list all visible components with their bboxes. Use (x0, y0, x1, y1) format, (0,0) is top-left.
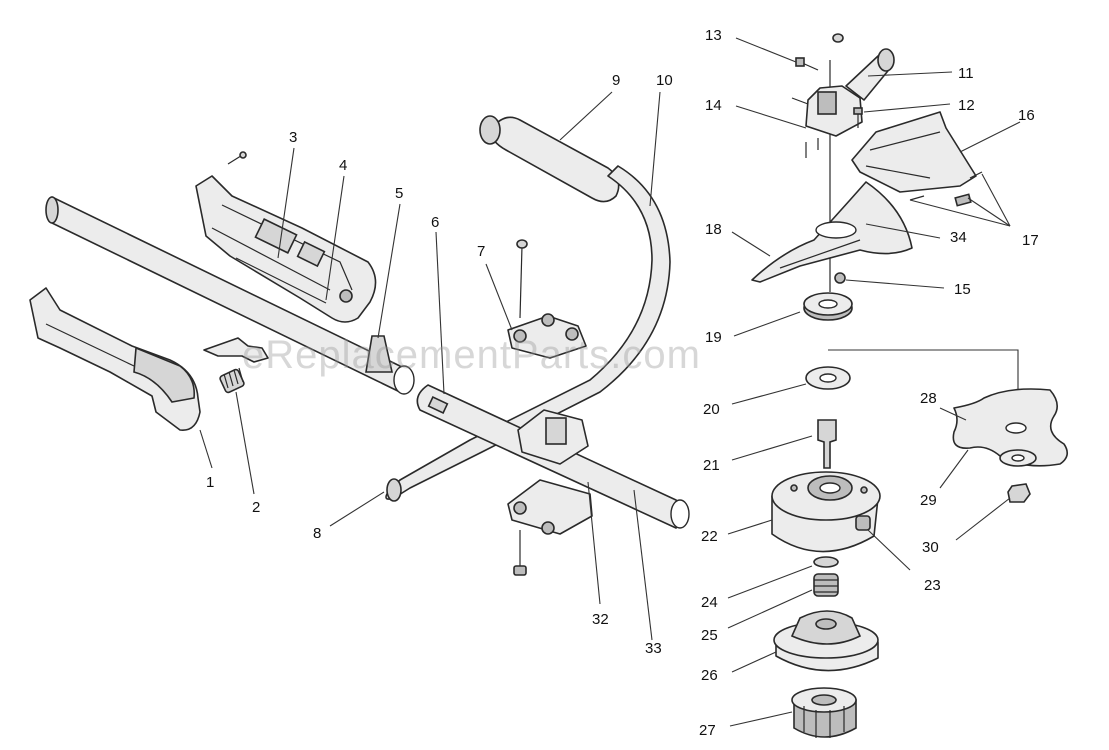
callout-24: 24 (701, 594, 718, 611)
callout-29: 29 (920, 492, 937, 509)
handle-clamp-lower (507, 479, 593, 535)
callout-12: 12 (958, 97, 975, 114)
bearing (803, 292, 853, 321)
watermark: eReplacementParts.com (242, 333, 701, 377)
callout-3: 3 (289, 129, 297, 146)
callout-17: 17 (1022, 232, 1039, 249)
callout-2: 2 (252, 499, 260, 516)
drive-shaft-tube (45, 196, 415, 395)
clamp-nut (513, 530, 527, 576)
gearhead-screw (853, 107, 863, 128)
head-spring (813, 573, 839, 597)
throttle-spring (219, 367, 245, 394)
blade-washer (999, 449, 1037, 467)
handle-housing-upper (195, 151, 377, 323)
callout-15: 15 (954, 281, 971, 298)
small-washer (813, 556, 839, 568)
callout-9: 9 (612, 72, 620, 89)
debris-shield (851, 111, 977, 207)
callout-33: 33 (645, 640, 662, 657)
handle-clamp-upper (507, 239, 587, 359)
callout-8: 8 (313, 525, 321, 542)
callout-30: 30 (922, 539, 939, 556)
cup-washer (805, 366, 851, 390)
blade-nut (1007, 483, 1031, 503)
callout-19: 19 (705, 329, 722, 346)
trimmer-head-housing (771, 471, 881, 553)
callout-4: 4 (339, 157, 347, 174)
callout-18: 18 (705, 221, 722, 238)
callout-14: 14 (705, 97, 722, 114)
callout-23: 23 (924, 577, 941, 594)
callout-26: 26 (701, 667, 718, 684)
callout-16: 16 (1018, 107, 1035, 124)
callout-32: 32 (592, 611, 609, 628)
callout-1: 1 (206, 474, 214, 491)
callout-11: 11 (958, 65, 974, 82)
rear-handle-grip (29, 287, 201, 431)
callout-20: 20 (703, 401, 720, 418)
callout-22: 22 (701, 528, 718, 545)
bump-knob (791, 687, 857, 738)
shield-screws (909, 171, 983, 201)
callout-7: 7 (477, 243, 485, 260)
grass-deflector-guard (751, 181, 913, 283)
guard-screw (834, 272, 846, 284)
callout-5: 5 (395, 185, 403, 202)
callout-27: 27 (699, 722, 716, 739)
throttle-trigger (203, 337, 269, 363)
callout-28: 28 (920, 390, 937, 407)
callout-13: 13 (705, 27, 722, 44)
handle-clamp-center (517, 409, 589, 465)
callout-21: 21 (703, 457, 720, 474)
loop-handle (385, 115, 671, 502)
throttle-cable (235, 257, 327, 304)
callout-25: 25 (701, 627, 718, 644)
trimmer-spool (773, 610, 879, 672)
spindle (817, 419, 837, 469)
callout-34: 34 (950, 229, 967, 246)
trimmer-blade (952, 388, 1068, 467)
callout-10: 10 (656, 72, 673, 89)
gearhead-clamp (791, 33, 895, 137)
callout-numbers: 1 2 3 4 5 6 7 8 9 10 11 12 13 14 15 16 1… (206, 27, 1039, 739)
callout-6: 6 (431, 214, 439, 231)
leader-lines (199, 37, 1021, 727)
shaft-clamp (365, 335, 393, 373)
